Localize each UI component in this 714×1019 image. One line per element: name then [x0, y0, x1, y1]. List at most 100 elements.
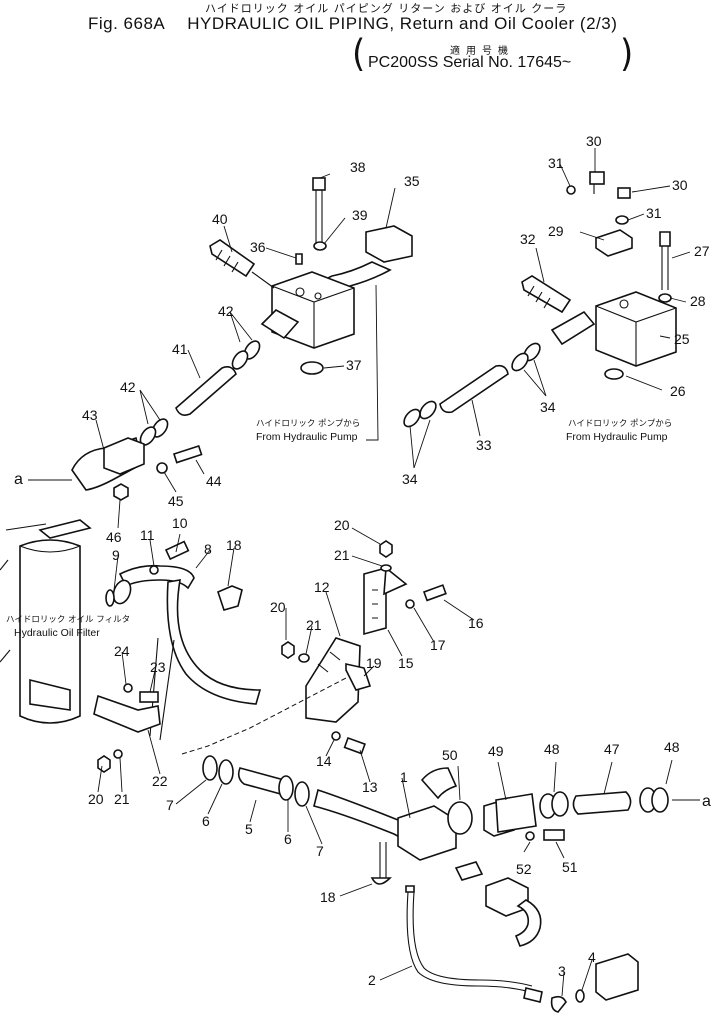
pipe-group-8 — [93, 540, 262, 773]
open-paren-icon: ( — [352, 32, 366, 76]
callout-38: 38 — [350, 159, 366, 175]
callout-31-upper: 31 — [548, 155, 564, 171]
bolt-13-icon — [343, 736, 366, 755]
nut-20-lower-icon — [97, 755, 111, 773]
washer-17-icon — [405, 599, 415, 609]
callout-12: 12 — [314, 579, 330, 595]
callout-labels: 1 2 3 4 5 6 6 7 7 8 9 10 11 12 13 14 15 … — [82, 133, 710, 988]
lower-hose-group — [181, 677, 542, 947]
callout-15: 15 — [398, 655, 414, 671]
callout-48-right: 48 — [664, 739, 680, 755]
hose-41-icon — [175, 366, 237, 416]
callout-52: 52 — [516, 861, 532, 877]
bracket-15-icon — [363, 566, 387, 636]
callout-7-right: 7 — [316, 843, 324, 859]
callout-51: 51 — [562, 859, 578, 875]
sensor-32-icon — [521, 275, 572, 314]
bolt-30-upper-icon — [589, 171, 605, 185]
callout-18-upper: 18 — [226, 537, 242, 553]
flange-35-icon — [365, 225, 413, 263]
washer-39-icon — [313, 241, 327, 251]
filter-note-jp: ハイドロリック オイル フィルタ — [6, 615, 130, 625]
callout-35: 35 — [404, 173, 420, 189]
callout-19: 19 — [366, 655, 382, 671]
washer-24-icon — [123, 683, 133, 693]
close-paren-icon: ) — [620, 32, 634, 76]
callout-41: 41 — [172, 341, 188, 357]
callout-30-lower: 30 — [672, 177, 688, 193]
washer-28-icon — [658, 293, 672, 303]
washer-21-upper-icon — [380, 564, 392, 572]
callout-23: 23 — [150, 659, 166, 675]
washer-21-lower-icon — [113, 749, 123, 759]
callout-7-left: 7 — [166, 797, 174, 813]
callout-37: 37 — [346, 357, 362, 373]
bolt-27-head-icon — [659, 231, 671, 247]
callout-21-lower: 21 — [114, 791, 130, 807]
nut-20-upper-icon — [379, 540, 393, 558]
bolt-16-icon — [422, 584, 447, 602]
washer-31-upper-icon — [566, 185, 576, 195]
bolt-10-icon — [164, 540, 190, 561]
washer-21-mid-icon — [298, 653, 310, 663]
figure-number: Fig. 668A — [88, 14, 166, 33]
bracket-group-12-15 — [281, 540, 447, 755]
callout-50: 50 — [442, 747, 458, 763]
callout-44: 44 — [206, 473, 222, 489]
ring-6-left-icon — [218, 759, 234, 785]
pipe-49-icon — [495, 793, 537, 833]
callout-1: 1 — [400, 769, 408, 785]
callout-33: 33 — [476, 437, 492, 453]
callout-16: 16 — [468, 615, 484, 631]
callout-13: 13 — [362, 779, 378, 795]
callout-46: 46 — [106, 529, 122, 545]
callout-39: 39 — [352, 207, 368, 223]
callout-20-lower: 20 — [88, 791, 104, 807]
callout-24: 24 — [114, 643, 130, 659]
from-pump-note-left-jp: ハイドロリック ポンプから — [256, 419, 360, 429]
washer-14-icon — [331, 731, 341, 741]
return-block-left — [71, 177, 413, 501]
callout-21-upper: 21 — [334, 547, 350, 563]
from-pump-note-left: From Hydraulic Pump — [256, 431, 358, 443]
bolt-44-icon — [172, 444, 203, 464]
callout-43: 43 — [82, 407, 98, 423]
callout-20-mid: 20 — [270, 599, 286, 615]
pipe-8-icon — [166, 579, 262, 705]
callout-10: 10 — [172, 515, 188, 531]
washer-45-icon — [156, 462, 168, 474]
ring-6-right-icon — [278, 775, 294, 801]
callout-32: 32 — [520, 231, 536, 247]
hose-47-icon — [572, 791, 632, 815]
bracket-12-icon — [305, 637, 361, 723]
callout-25: 25 — [674, 331, 690, 347]
washer-31-lower-icon — [615, 215, 629, 225]
callout-42-lower: 42 — [120, 379, 136, 395]
callout-26: 26 — [670, 383, 686, 399]
nut-46-icon — [113, 483, 129, 501]
callout-2: 2 — [368, 972, 376, 988]
from-pump-note-right: From Hydraulic Pump — [566, 431, 668, 443]
hose-2-icon — [406, 891, 533, 993]
diagram-header: ハイドロリック オイル パイピング リターン および オイル クーラ Fig. … — [0, 0, 714, 80]
callout-27: 27 — [694, 243, 710, 259]
applicability-japanese: 適用号機 — [450, 46, 514, 57]
callout-8: 8 — [204, 541, 212, 557]
bracket-22-icon — [93, 694, 161, 733]
callout-6-left: 6 — [202, 813, 210, 829]
washer-11-icon — [149, 565, 159, 575]
clamp-7-right-icon — [294, 781, 310, 807]
sensor-40-icon — [209, 239, 256, 278]
callout-5: 5 — [245, 821, 253, 837]
clamp-34-lower-icon — [419, 400, 437, 420]
callout-9: 9 — [112, 547, 120, 563]
o-ring-4-icon — [575, 989, 585, 1003]
hose-33-icon — [439, 364, 509, 414]
plug-36-icon — [295, 253, 303, 265]
filter-note: Hydraulic Oil Filter — [14, 627, 100, 639]
serial-range: PC200SS Serial No. 17645~ — [368, 54, 572, 71]
callout-21-mid: 21 — [306, 617, 322, 633]
callout-31-lower: 31 — [646, 205, 662, 221]
callout-14: 14 — [316, 753, 332, 769]
